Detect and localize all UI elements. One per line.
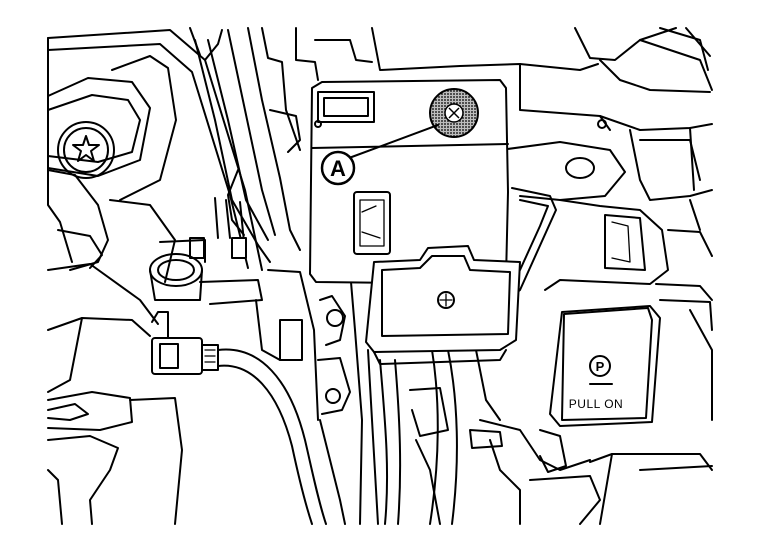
lower-left-structure [47, 263, 183, 525]
callout-a: A [320, 124, 439, 186]
star-bolt-icon [57, 121, 115, 179]
parking-brake-switch: P PULL ON [549, 305, 661, 427]
lower-right-structure [415, 419, 713, 525]
parking-p-icon [589, 355, 611, 377]
rectangular-connector [151, 311, 327, 525]
upper-left-bracket [47, 27, 263, 283]
harness-wire [429, 349, 501, 525]
pull-on-label: PULL ON [569, 397, 623, 411]
screw-icon [429, 88, 479, 138]
round-connector [149, 239, 263, 305]
callout-a-label: A [330, 156, 346, 181]
parking-p-symbol: P [596, 359, 605, 374]
center-column [255, 269, 449, 525]
harness-bracket [189, 27, 301, 263]
fuse-box-lower-tab [365, 245, 521, 365]
mounting-bolt-icon [437, 291, 455, 309]
